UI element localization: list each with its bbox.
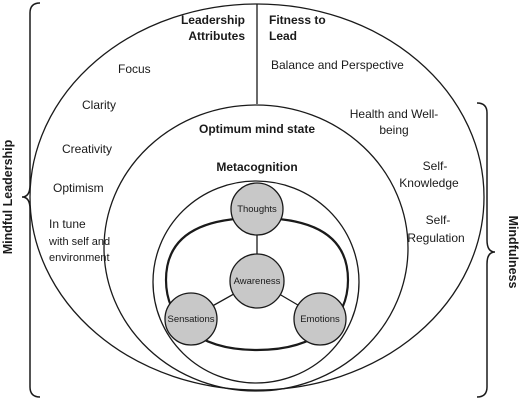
optimum-circle	[103, 104, 409, 392]
self-regulation-line1: Self-	[426, 213, 451, 227]
self-knowledge-line1: Self-	[423, 159, 448, 173]
balance-perspective: Balance and Perspective	[271, 58, 404, 72]
node-thoughts	[230, 182, 284, 236]
self-knowledge-line2: Knowledge	[399, 176, 459, 190]
metacognition-circle	[152, 180, 360, 384]
node-awareness	[229, 253, 285, 309]
mindful-leadership-label: Mindful Leadership	[1, 139, 15, 254]
attribute-clarity: Clarity	[82, 98, 116, 112]
in-tune-line2: with self and	[48, 236, 110, 248]
awareness-loop	[164, 216, 350, 352]
thoughts-label: Thoughts	[237, 204, 277, 215]
fitness-to-lead-title-line1: Fitness to	[269, 13, 326, 27]
attribute-focus: Focus	[118, 62, 151, 76]
attribute-optimism: Optimism	[53, 181, 104, 195]
leadership-attributes-title-line2: Attributes	[188, 29, 245, 43]
health-line1: Health and Well-	[350, 107, 439, 121]
right-brace	[476, 102, 496, 398]
left-brace	[21, 2, 41, 398]
self-regulation-line2: Regulation	[407, 231, 464, 245]
leadership-attributes-title-line1: Leadership	[181, 13, 245, 27]
emotions-label: Emotions	[300, 314, 340, 325]
mindfulness-label: Mindfulness	[506, 216, 519, 289]
metacognition-label: Metacognition	[216, 160, 297, 174]
optimum-mind-state-label: Optimum mind state	[199, 122, 315, 136]
attribute-creativity: Creativity	[62, 142, 112, 156]
health-line2: being	[379, 123, 408, 137]
attribute-in-tune: In tune	[49, 217, 86, 231]
in-tune-line3: environment	[49, 252, 110, 264]
node-sensations	[164, 292, 218, 346]
node-emotions	[293, 292, 347, 346]
fitness-to-lead-title-line2: Lead	[269, 29, 297, 43]
sensations-label: Sensations	[167, 314, 214, 325]
awareness-label: Awareness	[234, 276, 281, 287]
